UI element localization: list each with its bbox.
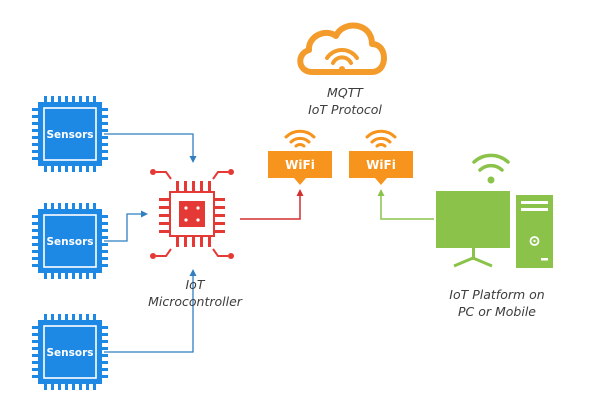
microcontroller-chip-icon bbox=[150, 169, 234, 259]
sensor-chip-1: Sensors bbox=[31, 95, 109, 173]
connector-platform-to-wifi bbox=[377, 189, 434, 220]
wifi-signal-icon bbox=[365, 129, 397, 148]
platform-caption-line2: PC or Mobile bbox=[457, 304, 536, 319]
pc-tower bbox=[516, 195, 553, 268]
platform-caption: IoT Platform on PC or Mobile bbox=[432, 286, 562, 320]
connector-sensor1-to-mcu bbox=[104, 133, 197, 163]
cloud-caption: MQTT IoT Protocol bbox=[300, 84, 390, 118]
sensor-label: Sensors bbox=[46, 129, 93, 141]
wifi-label: WiFi bbox=[366, 158, 396, 172]
wifi-signal-icon bbox=[284, 129, 316, 148]
microcontroller-caption: IoT Microcontroller bbox=[135, 276, 255, 310]
microcontroller-caption-line1: IoT bbox=[185, 277, 205, 292]
sensor-chip-2: Sensors bbox=[31, 202, 109, 280]
cloud-caption-line1: MQTT bbox=[327, 85, 363, 100]
cloud-caption-line2: IoT Protocol bbox=[308, 102, 382, 117]
wifi-badge-right: WiFi bbox=[349, 129, 413, 185]
wifi-signal-icon bbox=[472, 153, 510, 172]
microcontroller-caption-line2: Microcontroller bbox=[148, 294, 242, 309]
computer-icon bbox=[436, 153, 553, 268]
monitor-screen bbox=[436, 191, 510, 248]
connector-mcu-to-wifi bbox=[240, 189, 304, 220]
platform-caption-line1: IoT Platform on bbox=[449, 287, 545, 302]
connector-sensor3-to-mcu bbox=[104, 269, 197, 353]
wifi-signal-icon bbox=[325, 48, 359, 65]
wifi-badge-left: WiFi bbox=[268, 129, 332, 185]
wifi-label: WiFi bbox=[285, 158, 315, 172]
sensor-label: Sensors bbox=[46, 347, 93, 359]
connector-sensor2-to-mcu bbox=[104, 210, 148, 242]
sensor-chip-3: Sensors bbox=[31, 313, 109, 391]
cloud-icon bbox=[297, 22, 387, 75]
sensor-label: Sensors bbox=[46, 236, 93, 248]
